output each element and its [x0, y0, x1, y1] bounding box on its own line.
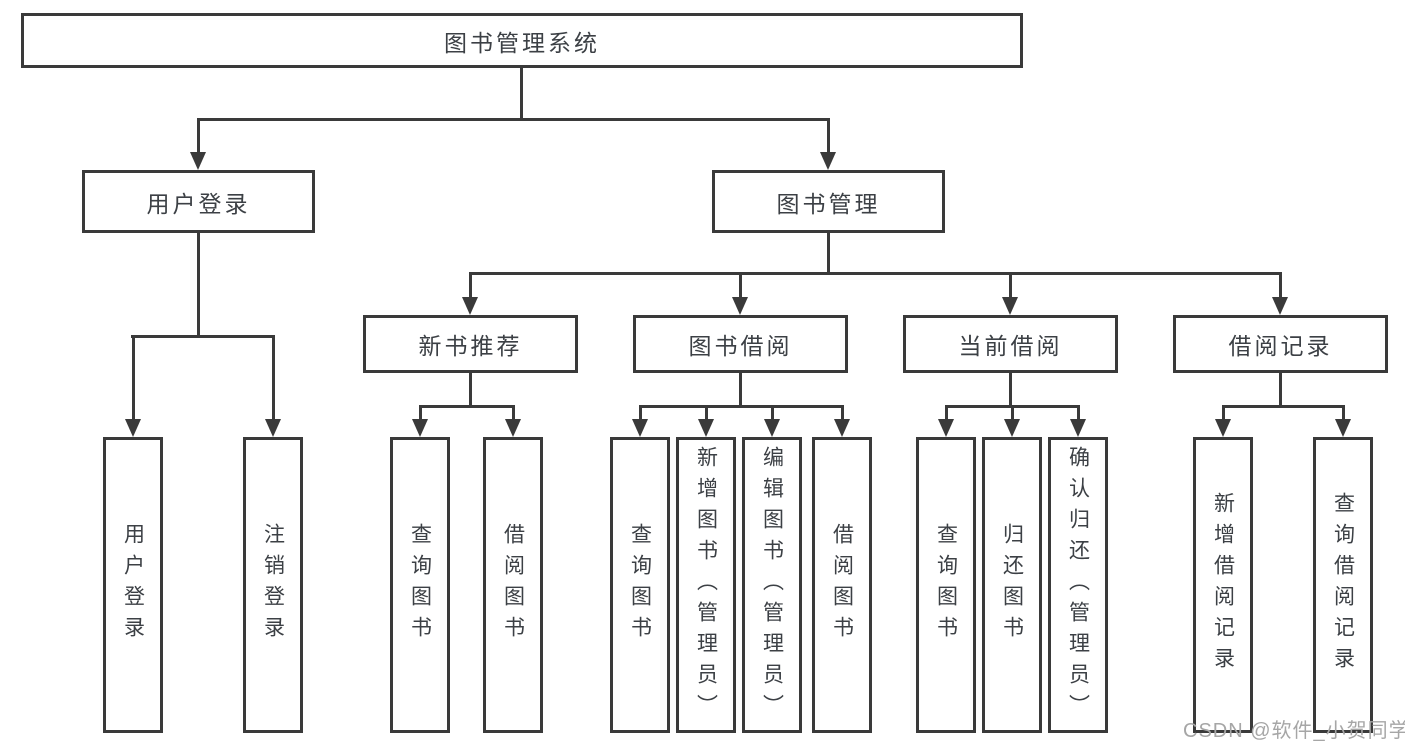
connector-drop	[1279, 272, 1282, 297]
connector-drop	[1222, 405, 1225, 419]
node-book-borrowing: 图书借阅	[633, 315, 848, 373]
arrowhead	[1215, 419, 1231, 437]
connector-login-hline	[131, 335, 275, 338]
connector-drop-user-login	[197, 118, 200, 152]
connector-stub	[1009, 373, 1012, 405]
connector-drop	[945, 405, 948, 419]
connector-drop	[841, 405, 844, 419]
leaf-label: 确认归还（管理员）	[1066, 445, 1090, 725]
connector-drop	[705, 405, 708, 419]
connector-drop	[1011, 405, 1014, 419]
arrowhead	[505, 419, 521, 437]
node-label: 图书借阅	[688, 333, 793, 359]
leaf-label: 注销登录	[261, 523, 285, 647]
node-new-book-recommend: 新书推荐	[363, 315, 578, 373]
connector-drop	[639, 405, 642, 419]
leaf-query-books-1: 查询图书	[390, 437, 450, 733]
connector-drop	[1077, 405, 1080, 419]
node-library-management-system: 图书管理系统	[21, 13, 1023, 68]
watermark: CSDN @软件_小贺同学	[1183, 720, 1405, 742]
connector-root-stub	[520, 68, 523, 118]
arrowhead	[698, 419, 714, 437]
leaf-return-book: 归还图书	[982, 437, 1042, 733]
leaf-query-books-2: 查询图书	[610, 437, 670, 733]
connector-drop	[1009, 272, 1012, 297]
connector-group-hline	[1222, 405, 1345, 408]
leaf-user-login: 用户登录	[103, 437, 163, 733]
arrowhead	[938, 419, 954, 437]
leaf-label: 新增借阅记录	[1211, 492, 1235, 678]
arrowhead	[764, 419, 780, 437]
node-label: 图书管理系统	[444, 29, 600, 56]
arrowhead	[820, 152, 836, 170]
arrowhead	[732, 297, 748, 315]
leaf-label: 编辑图书（管理员）	[760, 445, 784, 725]
node-label: 新书推荐	[418, 333, 523, 359]
leaf-label: 查询图书	[628, 523, 652, 647]
connector-stub	[739, 373, 742, 406]
leaf-label: 查询借阅记录	[1331, 492, 1355, 678]
node-label: 图书管理	[776, 190, 881, 217]
leaf-confirm-return-admin: 确认归还（管理员）	[1048, 437, 1108, 733]
leaf-label: 查询图书	[934, 523, 958, 647]
arrowhead	[265, 419, 281, 437]
leaf-add-book-admin: 新增图书（管理员）	[676, 437, 736, 733]
node-current-borrowing: 当前借阅	[903, 315, 1118, 373]
leaf-edit-book-admin: 编辑图书（管理员）	[742, 437, 802, 733]
connector-drop	[1342, 405, 1345, 419]
node-user-login: 用户登录	[82, 170, 315, 233]
node-book-management: 图书管理	[712, 170, 945, 233]
connector-mgmt-hline	[469, 272, 1282, 275]
node-label: 用户登录	[146, 190, 251, 217]
arrowhead	[1004, 419, 1020, 437]
node-label: 当前借阅	[958, 333, 1063, 359]
arrowhead	[632, 419, 648, 437]
node-label: 借阅记录	[1228, 333, 1333, 359]
connector-group-hline	[419, 405, 515, 408]
connector-stub	[469, 373, 472, 405]
leaf-label: 新增图书（管理员）	[694, 445, 718, 725]
connector-drop-book-mgmt	[827, 118, 830, 152]
connector-drop	[272, 335, 275, 419]
leaf-add-borrow-record: 新增借阅记录	[1193, 437, 1253, 733]
arrowhead	[1070, 419, 1086, 437]
connector-drop	[132, 335, 135, 419]
leaf-query-books-3: 查询图书	[916, 437, 976, 733]
arrowhead	[1335, 419, 1351, 437]
connector-drop	[419, 405, 422, 419]
leaf-label: 借阅图书	[501, 523, 525, 647]
arrowhead	[190, 152, 206, 170]
arrowhead	[412, 419, 428, 437]
leaf-label: 查询图书	[408, 523, 432, 647]
leaf-label: 用户登录	[121, 523, 145, 647]
arrowhead	[1272, 297, 1288, 315]
leaf-label: 归还图书	[1000, 523, 1024, 647]
connector-group-hline	[639, 405, 844, 408]
leaf-query-borrow-record: 查询借阅记录	[1313, 437, 1373, 733]
connector-drop	[469, 272, 472, 297]
leaf-borrow-books-1: 借阅图书	[483, 437, 543, 733]
connector-stub	[1279, 373, 1282, 405]
connector-drop	[512, 405, 515, 419]
arrowhead	[125, 419, 141, 437]
node-borrowing-records: 借阅记录	[1173, 315, 1388, 373]
leaf-borrow-books-2: 借阅图书	[812, 437, 872, 733]
connector-root-hline	[197, 118, 830, 121]
connector-drop	[771, 405, 774, 419]
connector-mgmt-stub	[827, 233, 830, 272]
leaf-logout: 注销登录	[243, 437, 303, 733]
arrowhead	[834, 419, 850, 437]
leaf-label: 借阅图书	[830, 523, 854, 647]
connector-login-stub	[197, 233, 200, 335]
arrowhead	[1002, 297, 1018, 315]
arrowhead	[462, 297, 478, 315]
connector-drop	[739, 272, 742, 297]
